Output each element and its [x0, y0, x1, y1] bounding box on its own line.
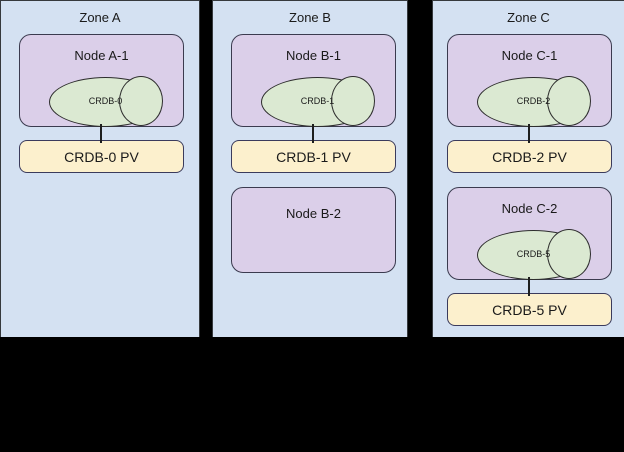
- zone-container-c[interactable]: Zone C Node C-1 CRDB-2 CRDB-2 PV Node C-…: [432, 0, 624, 337]
- pod-cylinder-crdb-2[interactable]: CRDB-2: [477, 76, 591, 127]
- connector-node-b-1-to-pv: [312, 124, 314, 143]
- zone-title-b: Zone B: [289, 10, 331, 25]
- pv-box-crdb-0[interactable]: CRDB-0 PV: [19, 140, 184, 173]
- connector-node-a-1-to-pv: [100, 124, 102, 143]
- pod-label-crdb-1: CRDB-1: [300, 96, 335, 106]
- pv-label-crdb-0: CRDB-0 PV: [64, 149, 139, 165]
- pod-cylinder-crdb-5[interactable]: CRDB-5: [477, 229, 591, 280]
- node-box-c-2[interactable]: Node C-2 CRDB-5: [447, 187, 612, 280]
- node-box-a-1[interactable]: Node A-1 CRDB-0: [19, 34, 184, 127]
- pv-box-crdb-5[interactable]: CRDB-5 PV: [447, 293, 612, 326]
- pv-label-crdb-1: CRDB-1 PV: [276, 149, 351, 165]
- node-title-b-2: Node B-2: [286, 206, 341, 221]
- node-title-c-1: Node C-1: [501, 48, 558, 63]
- node-title-a-1: Node A-1: [74, 48, 129, 63]
- zone-title-a: Zone A: [79, 10, 121, 25]
- node-title-c-2: Node C-2: [501, 201, 558, 216]
- zone-container-a[interactable]: Zone A Node A-1 CRDB-0 CRDB-0 PV: [0, 0, 200, 337]
- node-box-b-2[interactable]: Node B-2: [231, 187, 396, 273]
- cylinder-cap: [547, 229, 591, 279]
- pod-label-crdb-5: CRDB-5: [516, 249, 551, 259]
- node-box-c-1[interactable]: Node C-1 CRDB-2: [447, 34, 612, 127]
- pod-cylinder-crdb-0[interactable]: CRDB-0: [49, 76, 163, 127]
- pv-box-crdb-2[interactable]: CRDB-2 PV: [447, 140, 612, 173]
- zone-container-b[interactable]: Zone B Node B-1 CRDB-1 CRDB-1 PV Node B-…: [212, 0, 408, 337]
- connector-node-c-1-to-pv: [528, 124, 530, 143]
- cylinder-cap: [119, 76, 163, 126]
- connector-node-c-2-to-pv: [528, 277, 530, 296]
- cylinder-cap: [547, 76, 591, 126]
- pod-label-crdb-0: CRDB-0: [88, 96, 123, 106]
- zone-title-c: Zone C: [507, 10, 550, 25]
- pod-label-crdb-2: CRDB-2: [516, 96, 551, 106]
- pv-label-crdb-5: CRDB-5 PV: [492, 302, 567, 318]
- node-title-b-1: Node B-1: [286, 48, 341, 63]
- node-box-b-1[interactable]: Node B-1 CRDB-1: [231, 34, 396, 127]
- pv-label-crdb-2: CRDB-2 PV: [492, 149, 567, 165]
- cylinder-cap: [331, 76, 375, 126]
- pod-cylinder-crdb-1[interactable]: CRDB-1: [261, 76, 375, 127]
- pv-box-crdb-1[interactable]: CRDB-1 PV: [231, 140, 396, 173]
